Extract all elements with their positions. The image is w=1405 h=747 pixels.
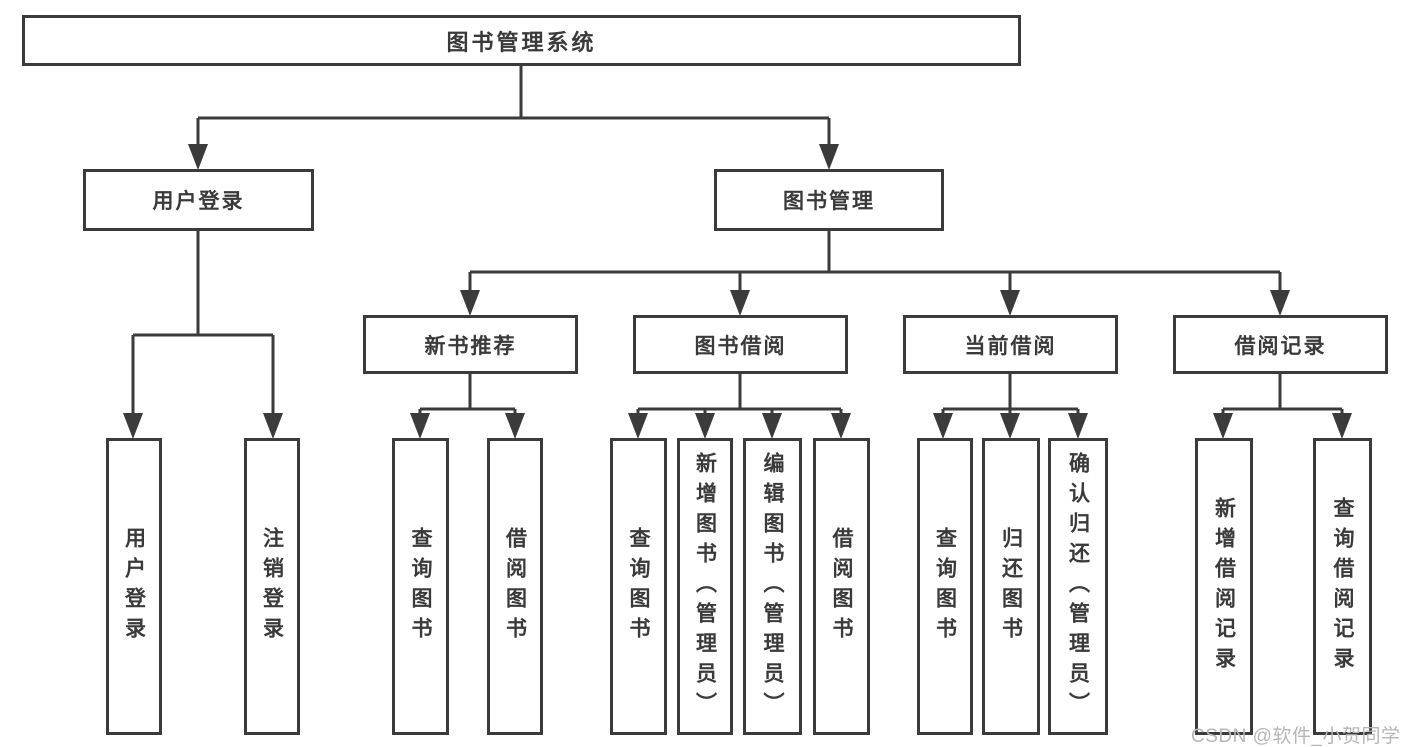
- node-leaf-return-books: 归还图书: [982, 438, 1040, 735]
- arrowhead-icons: [123, 144, 1352, 439]
- node-leaf-user-login: 用户登录: [106, 438, 162, 735]
- node-leaf-add-borrow-record: 新增借阅记录: [1195, 438, 1253, 735]
- node-leaf-query-borrow-record: 查询借阅记录: [1313, 438, 1372, 735]
- node-new-book-recommend: 新书推荐: [363, 315, 578, 374]
- node-leaf-edit-books-admin: 编辑图书（管理员）: [743, 438, 802, 735]
- watermark: CSDN @软件_小贺同学: [1191, 726, 1401, 747]
- node-leaf-confirm-return-admin: 确认归还（管理员）: [1048, 438, 1108, 735]
- connector-borrow-record-branch: [1221, 374, 1344, 416]
- connector-root-to-level2: [196, 66, 831, 146]
- node-current-borrow: 当前借阅: [903, 315, 1118, 374]
- node-library-system: 图书管理系统: [22, 15, 1021, 66]
- node-leaf-query-books-3: 查询图书: [917, 438, 973, 735]
- node-leaf-query-books-2: 查询图书: [610, 438, 667, 735]
- connector-book-borrow-branch: [636, 374, 843, 416]
- node-leaf-query-books-1: 查询图书: [392, 438, 449, 735]
- node-leaf-borrow-books-1: 借阅图书: [487, 438, 543, 735]
- connector-new-book-branch: [418, 374, 517, 416]
- connector-user-login-branch: [131, 231, 275, 416]
- node-user-login: 用户登录: [83, 169, 314, 231]
- node-borrow-records: 借阅记录: [1173, 315, 1388, 374]
- node-leaf-add-books-admin: 新增图书（管理员）: [677, 438, 733, 735]
- node-leaf-logout: 注销登录: [244, 438, 300, 735]
- node-leaf-borrow-books-2: 借阅图书: [813, 438, 870, 735]
- connector-book-mgmt-to-level3: [468, 231, 1282, 291]
- node-book-management: 图书管理: [714, 169, 944, 231]
- node-book-borrow: 图书借阅: [633, 315, 848, 374]
- connector-current-borrow-branch: [941, 374, 1080, 416]
